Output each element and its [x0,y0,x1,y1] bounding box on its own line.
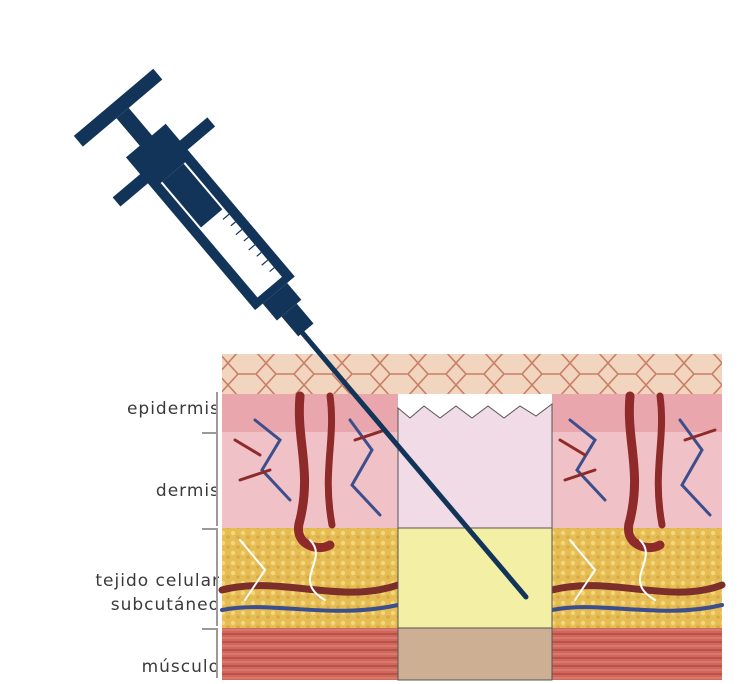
label-epidermis: epidermis [40,398,220,420]
label-subcutaneous-line1: tejido celular [40,570,220,592]
dermis-block [398,404,552,528]
subcutaneous-block [398,528,552,628]
bracket-subcutaneous [202,530,218,626]
bracket-dermis [202,434,218,526]
muscle-block [398,628,552,680]
label-muscle: músculo [40,656,220,678]
skin-surface [222,354,722,394]
bracket-tick [202,432,218,434]
bracket-epidermis [202,392,218,432]
label-subcutaneous-line2: subcutáneo [40,594,220,616]
skin-cross-section [222,354,722,680]
bracket-tick [202,528,218,530]
bracket-tick [202,628,218,630]
bracket-muscle [202,630,218,678]
label-dermis: dermis [40,480,220,502]
